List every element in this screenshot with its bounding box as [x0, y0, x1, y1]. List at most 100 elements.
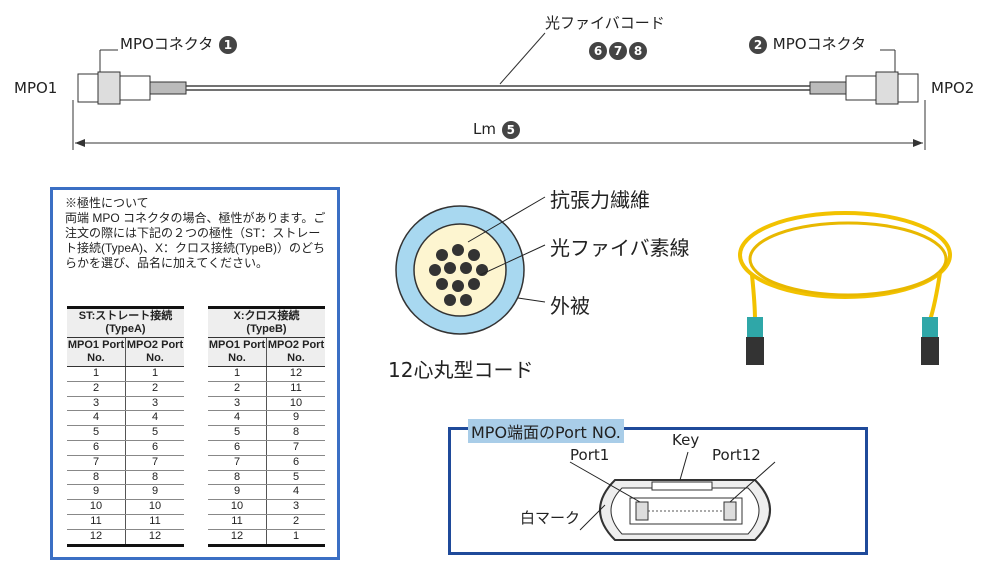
- table-type-a: ST:ストレート接続(TypeA) MPO1 Port No.MPO2 Port…: [67, 306, 184, 547]
- length-text: Lm: [473, 120, 496, 138]
- table-cell: 1: [67, 366, 126, 382]
- cord-caption: 12心丸型コード: [388, 358, 534, 382]
- col-header: MPO1 Port No.: [208, 337, 267, 367]
- polarity-box: ※極性について両端 MPO コネクタの場合、極性があります。ご注文の際には下記の…: [50, 187, 340, 560]
- table-cell: 12: [266, 366, 325, 382]
- table-cell: 2: [208, 381, 267, 397]
- table-cell: 1: [208, 366, 267, 382]
- col-header: MPO1 Port No.: [67, 337, 126, 367]
- table-subtitle: (TypeB): [246, 323, 287, 335]
- table-cell: 1: [125, 366, 184, 382]
- mpo2-label: MPO2: [931, 79, 975, 97]
- number-badge: 1: [218, 35, 237, 54]
- fiber-cord-label: 光ファイバコード: [545, 14, 665, 32]
- table-cell: 11: [208, 514, 267, 530]
- length-label: Lm 5: [470, 120, 524, 139]
- table-cell: 10: [67, 499, 126, 515]
- table-cell: 6: [208, 440, 267, 456]
- table-cell: 9: [208, 484, 267, 501]
- right-connector-shape: [809, 71, 919, 105]
- table-cell: 10: [266, 396, 325, 412]
- key-label: Key: [672, 431, 700, 449]
- table-cell: 3: [266, 499, 325, 515]
- table-cell: 3: [67, 396, 126, 412]
- col-header: MPO2 Port No.: [266, 337, 325, 367]
- mpo-endface-diagram: [569, 451, 776, 541]
- col-header: MPO2 Port No.: [125, 337, 184, 367]
- table-type-b: X:クロス接続(TypeB) MPO1 Port No.MPO2 Port No…: [208, 306, 325, 547]
- table-cell: 1: [266, 529, 325, 547]
- table-subtitle: (TypeA): [105, 323, 146, 335]
- table-cell: 6: [67, 440, 126, 456]
- table-cell: 6: [125, 440, 184, 456]
- table-cell: 2: [266, 514, 325, 530]
- table-cell: 5: [266, 470, 325, 486]
- table-cell: 12: [67, 529, 126, 547]
- port-box-title: MPO端面のPort NO.: [468, 419, 624, 443]
- table-cell: 3: [208, 396, 267, 412]
- polarity-body: 両端 MPO コネクタの場合、極性があります。ご注文の際には下記の２つの極性（S…: [65, 211, 326, 270]
- table-cell: 7: [208, 455, 267, 471]
- cross-section-diagram: [395, 196, 546, 335]
- table-cell: 4: [125, 410, 184, 427]
- table-cell: 4: [208, 410, 267, 427]
- left-connector-shape: [77, 71, 187, 105]
- right-connector-label: 2 MPOコネクタ: [748, 33, 866, 54]
- polarity-title: ※極性について: [65, 196, 149, 210]
- table-title: ST:ストレート接続: [78, 310, 173, 322]
- right-connector-text: MPOコネクタ: [772, 35, 866, 53]
- cable-photo: [738, 211, 952, 365]
- table-cell: 4: [67, 410, 126, 427]
- table-cell: 8: [266, 425, 325, 441]
- table-cell: 11: [67, 514, 126, 530]
- table-cell: 10: [125, 499, 184, 515]
- cable-drawing: [72, 32, 926, 150]
- white-mark-label: 白マーク: [520, 509, 581, 527]
- table-cell: 12: [208, 529, 267, 547]
- table-cell: 10: [208, 499, 267, 515]
- port12-label: Port12: [712, 446, 761, 464]
- table-cell: 2: [125, 381, 184, 397]
- table-cell: 7: [125, 455, 184, 471]
- table-cell: 8: [125, 470, 184, 486]
- number-badge: 7: [609, 41, 627, 60]
- polarity-note: ※極性について両端 MPO コネクタの場合、極性があります。ご注文の際には下記の…: [65, 196, 330, 271]
- table-cell: 5: [125, 425, 184, 441]
- left-connector-text: MPOコネクタ: [120, 35, 214, 53]
- table-cell: 4: [266, 484, 325, 501]
- table-cell: 7: [67, 455, 126, 471]
- jacket-label: 外被: [550, 294, 590, 318]
- table-cell: 5: [208, 425, 267, 441]
- optical-fiber-label: 光ファイバ素線: [550, 236, 690, 260]
- tensile-fiber-label: 抗張力繊維: [550, 188, 650, 212]
- number-badge: 5: [501, 120, 520, 139]
- table-cell: 9: [125, 484, 184, 501]
- table-cell: 9: [67, 484, 126, 501]
- table-cell: 5: [67, 425, 126, 441]
- table-cell: 9: [266, 410, 325, 427]
- port1-label: Port1: [570, 446, 610, 464]
